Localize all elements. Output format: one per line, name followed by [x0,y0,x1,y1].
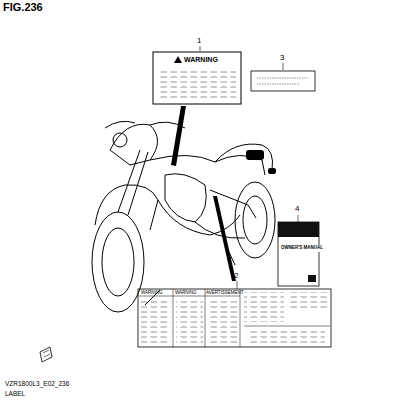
caption-text: LABEL [5,391,25,398]
caption-text: VZR1800L3_E02_236 [5,381,69,388]
callout-number: 2 [234,272,238,280]
figure-title: FIG.236 [3,2,43,13]
callout-number: 4 [295,205,299,213]
label-text: OWNER'S MANUAL [280,245,324,252]
callout-number: 1 [197,37,201,45]
label-text: WARNING [141,291,163,296]
callout-number: 3 [280,54,284,62]
label-sticker: OWNER'S MANUAL [278,237,325,257]
label-text: WARNING [184,56,218,63]
label-text: WARNING [175,291,197,296]
label-sticker: WARNING [153,52,241,66]
label-text: AVERTISSEMENT [206,291,244,296]
label-sticker: WARNING WARNING AVERTISSEMENT [138,289,245,297]
